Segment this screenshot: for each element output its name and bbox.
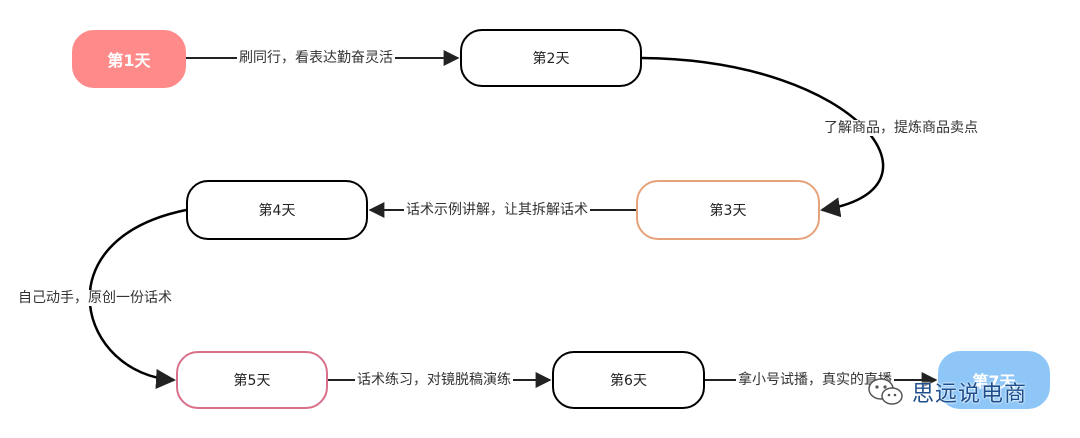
watermark-text: 思远说电商 (912, 382, 1028, 407)
node-day3: 第3天 (636, 180, 820, 240)
wechat-icon (868, 378, 903, 405)
edge-label-day2-day3: 了解商品，提炼商品卖点 (822, 120, 980, 136)
node-day5: 第5天 (176, 351, 328, 409)
edge-label-day4-day5: 自己动手，原创一份话术 (16, 290, 174, 306)
edge-label-day1-day2: 刷同行，看表达勤奋灵活 (237, 50, 395, 66)
node-day2: 第2天 (460, 29, 642, 87)
node-day7: 第7天 (938, 351, 1050, 409)
node-day6: 第6天 (552, 351, 705, 409)
node-day4: 第4天 (186, 180, 368, 240)
node-day1: 第1天 (72, 30, 186, 88)
watermark: 思远说电商 (866, 372, 1054, 412)
edge-label-day6-day7: 拿小号试播，真实的直播 (736, 372, 894, 388)
edge-label-day3-day4: 话术示例讲解，让其拆解话术 (404, 202, 590, 218)
edge-label-day5-day6: 话术练习，对镜脱稿演练 (355, 372, 513, 388)
